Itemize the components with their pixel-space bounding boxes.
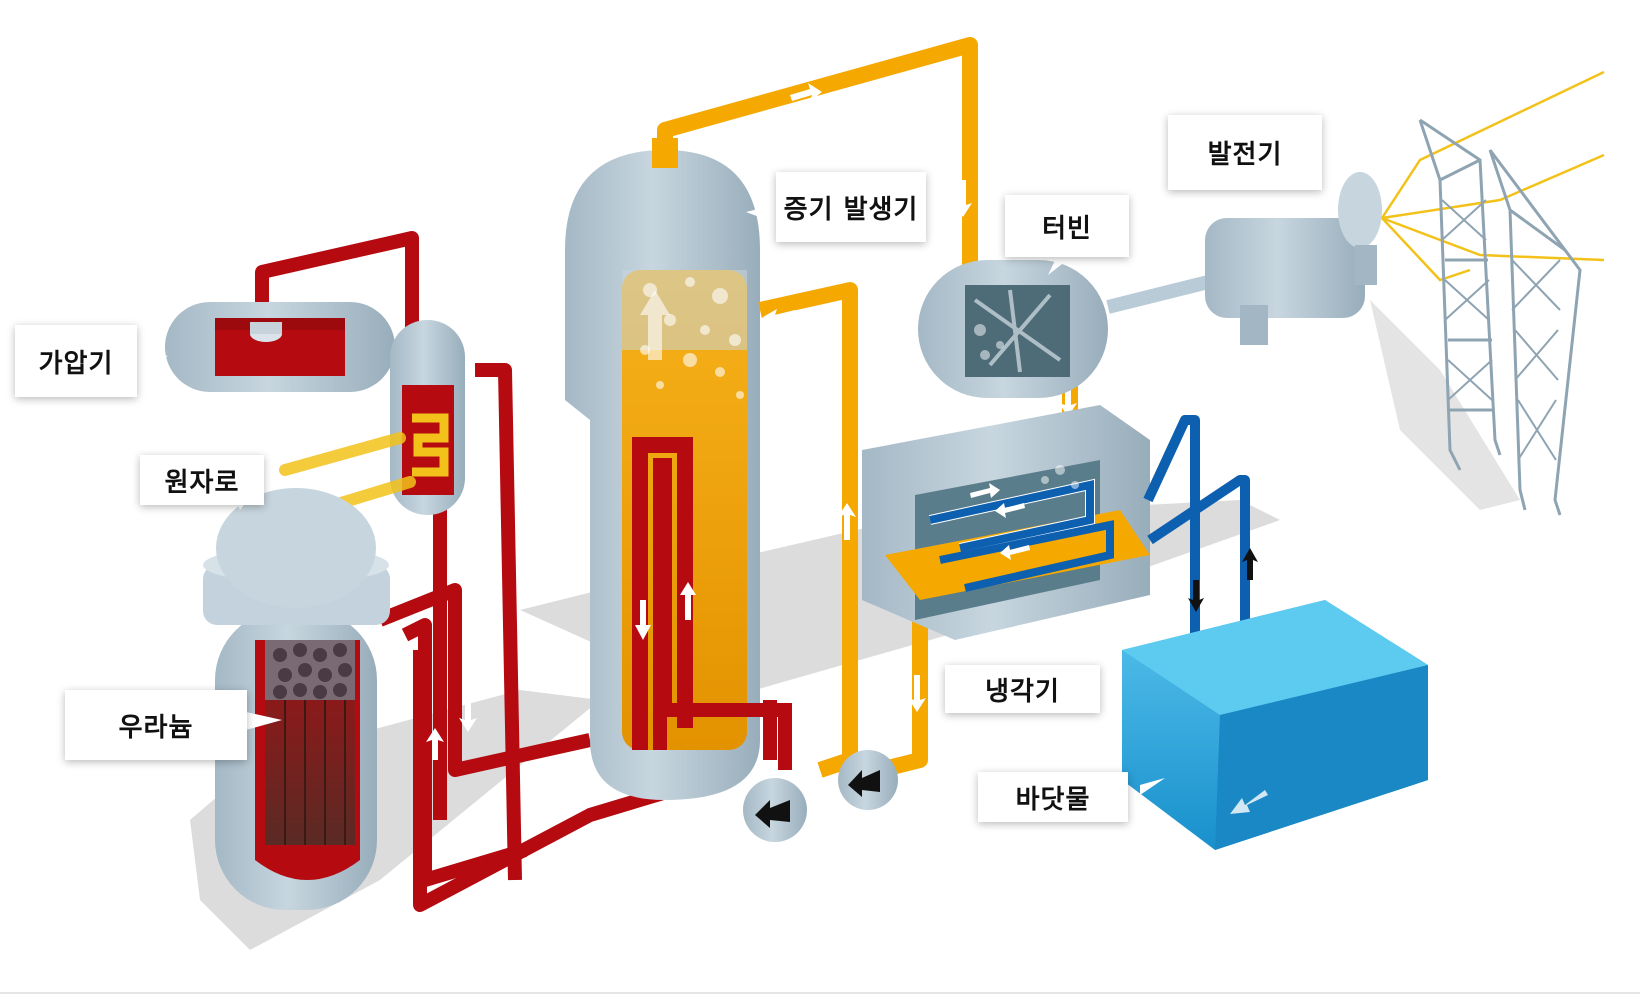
heater-vessel	[390, 320, 465, 515]
transmission-tower-2	[1488, 149, 1582, 516]
seawater-tank	[1122, 600, 1428, 850]
generator-label: 발전기	[1168, 115, 1322, 190]
steam-flow-arrows	[763, 83, 1077, 712]
condenser	[862, 405, 1150, 640]
pressurizer	[165, 302, 395, 392]
uranium-label: 우라늄	[65, 690, 247, 760]
steam-generator-label: 증기 발생기	[776, 172, 926, 242]
primary-flow-arrows	[426, 700, 590, 866]
seawater-label: 바닷물	[978, 772, 1128, 822]
feedwater-pump	[838, 750, 898, 810]
steam-generator	[565, 138, 792, 800]
pressurizer-label: 가압기	[15, 325, 137, 397]
generator	[1205, 172, 1382, 345]
bottom-divider	[0, 992, 1640, 994]
condenser-label: 냉각기	[945, 665, 1100, 713]
reactor-vessel	[203, 488, 390, 910]
primary-pump	[743, 778, 807, 842]
turbine	[918, 260, 1236, 398]
power-lines	[1380, 70, 1605, 282]
turbine-label: 터빈	[1005, 195, 1129, 257]
reactor-label: 원자로	[140, 455, 264, 505]
cooling-flow-arrows	[1188, 548, 1258, 612]
transmission-tower-1	[1418, 118, 1502, 471]
callout-pointers	[135, 190, 1275, 795]
